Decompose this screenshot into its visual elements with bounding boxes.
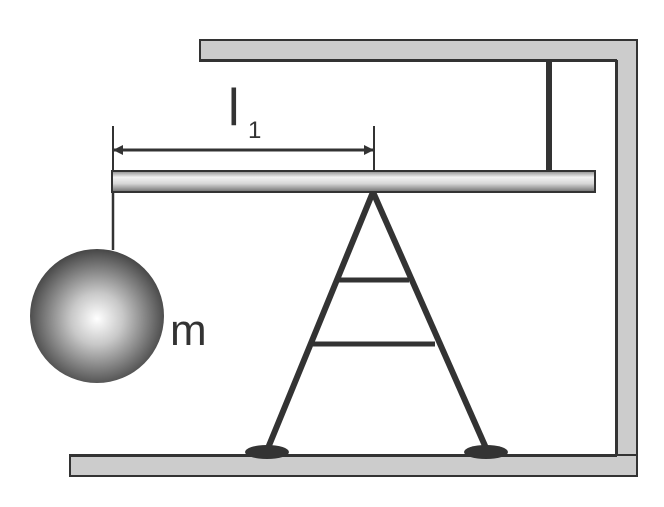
length-label-subscript: 1 [248, 117, 261, 144]
lever-beam [111, 170, 596, 193]
hanging-rod [546, 60, 552, 172]
stand-left-leg [265, 190, 376, 450]
mass-label: m [170, 306, 207, 355]
stand-right-leg [370, 190, 489, 450]
support-frame [69, 39, 638, 477]
mass-ball [30, 249, 164, 383]
a-frame-stand [245, 190, 508, 459]
stand-left-foot [245, 445, 289, 459]
right-wall [615, 39, 638, 477]
length-label: l [228, 79, 240, 137]
ceiling-bar [199, 39, 638, 62]
length-dimension [112, 126, 375, 170]
stand-right-foot [464, 445, 508, 459]
floor-bar [69, 454, 638, 477]
